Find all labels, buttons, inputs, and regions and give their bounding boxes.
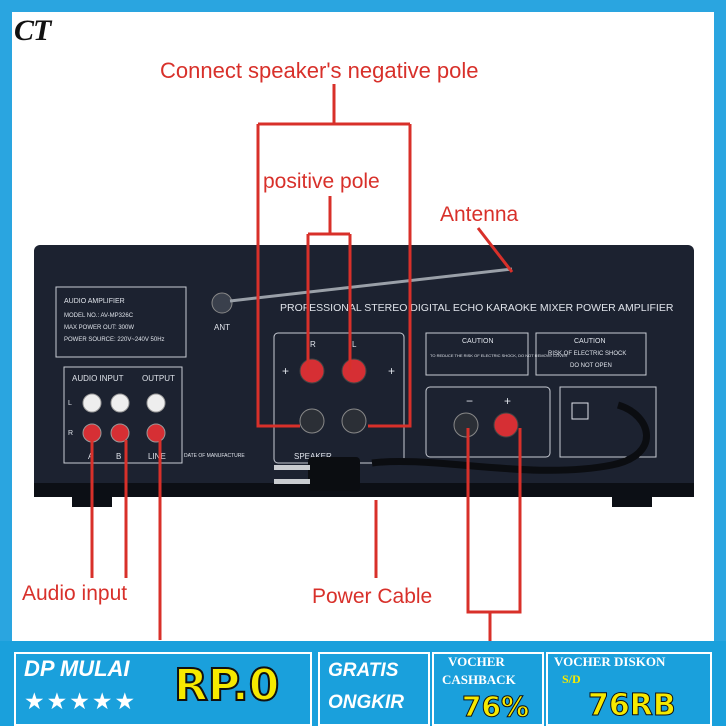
promo-cashback[interactable]: VOCHER CASHBACK 76% [432, 652, 544, 726]
ant-text: ANT [214, 323, 230, 332]
gratis-text: GRATIS [328, 660, 399, 681]
promo-diskon[interactable]: VOCHER DISKON S/D 76RB [546, 652, 712, 726]
terminal-r-positive [299, 358, 325, 384]
power-plus-text: + [504, 394, 511, 408]
caution2-title: CAUTION [574, 338, 606, 345]
power-switch [571, 402, 589, 420]
plug-prong-1 [274, 465, 310, 470]
vocher-text: VOCHER [448, 654, 505, 669]
spec-title: AUDIO AMPLIFIER [64, 298, 125, 305]
power-plug [308, 457, 360, 491]
panel-bottom [34, 483, 694, 497]
terminal-r-negative [299, 408, 325, 434]
rating-stars: ★★★★★ [24, 688, 138, 714]
speaker-plus-text-2: + [388, 364, 395, 378]
amplifier-back-panel: PROFESSIONAL STEREO DIGITAL ECHO KARAOKE… [34, 245, 694, 507]
caution2-line1: RISK OF ELECTRIC SHOCK [548, 351, 626, 357]
label-negative-pole: Connect speaker's negative pole [160, 58, 479, 83]
ch-b-text: B [116, 452, 121, 461]
rca-a-right [82, 423, 102, 443]
spec-model: MODEL NO.: AV-MP326C [64, 313, 134, 319]
power-terminal-positive [493, 412, 519, 438]
cashback-text: CASHBACK [442, 672, 516, 687]
speaker-l-text: L [352, 340, 357, 349]
power-minus-text: − [466, 394, 473, 408]
plug-prong-2 [274, 479, 310, 484]
label-audio-input: Audio input [22, 582, 128, 605]
caution2-line2: DO NOT OPEN [570, 363, 612, 369]
sd-text: S/D [562, 672, 581, 686]
spec-plate [55, 286, 187, 358]
caution-title: CAUTION [462, 338, 494, 345]
label-power-cable: Power Cable [312, 585, 433, 608]
line-text: LINE [148, 452, 166, 461]
vocher-diskon-text: VOCHER DISKON [554, 654, 666, 669]
ant-jack [211, 292, 233, 314]
brand-logo: CT [14, 14, 51, 47]
audio-input-text: AUDIO INPUT [72, 374, 124, 383]
panel-foot-right [612, 493, 652, 507]
promo-dp[interactable]: DP MULAI ★★★★★ RP.0 [14, 652, 312, 726]
speaker-plus-text: + [282, 364, 289, 378]
panel-header: PROFESSIONAL STEREO DIGITAL ECHO KARAOKE… [280, 302, 674, 314]
rp-text: RP.0 [173, 659, 280, 712]
caution-label [425, 332, 529, 376]
power-socket-block [559, 386, 657, 458]
rca-line-left [146, 393, 166, 413]
caution-text: TO REDUCE THE RISK OF ELECTRIC SHOCK, DO… [430, 353, 567, 358]
ongkir-text: ONGKIR [328, 692, 404, 713]
spec-power-source: POWER SOURCE: 220V~240V 50Hz [64, 337, 165, 343]
panel-foot-left [72, 493, 112, 507]
rca-b-right [110, 423, 130, 443]
label-antenna: Antenna [440, 203, 519, 226]
terminal-l-negative [341, 408, 367, 434]
promo-gratis-ongkir[interactable]: GRATIS ONGKIR [318, 652, 430, 726]
dp-text: DP MULAI [24, 656, 130, 681]
caution2-label [535, 332, 647, 376]
ch-a-text: A [88, 452, 94, 461]
power-terminal-negative [453, 412, 479, 438]
spec-max-power: MAX POWER OUT: 300W [64, 325, 134, 331]
label-positive-pole: positive pole [263, 170, 380, 193]
rca-b-left [110, 393, 130, 413]
rca-a-left [82, 393, 102, 413]
rca-line-right [146, 423, 166, 443]
power-cable [371, 401, 650, 474]
r-text: R [68, 430, 73, 437]
cashback-percent: 76% [461, 690, 530, 724]
date-text: DATE OF MANUFACTURE [184, 453, 245, 459]
diskon-value: 76RB [588, 688, 677, 724]
output-text: OUTPUT [142, 374, 175, 383]
terminal-l-positive [341, 358, 367, 384]
speaker-text: SPEAKER [294, 452, 332, 461]
speaker-r-text: R [310, 340, 316, 349]
l-text: L [68, 400, 72, 407]
